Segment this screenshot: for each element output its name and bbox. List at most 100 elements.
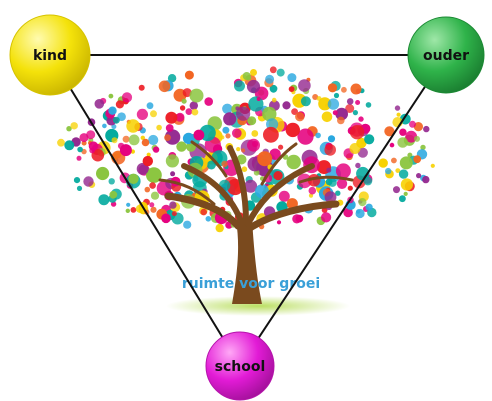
- leaf-dot: [286, 154, 301, 170]
- leaf-dot: [333, 92, 340, 99]
- leaf-dot: [182, 88, 192, 98]
- leaf-dot: [263, 126, 279, 143]
- leaf-dot: [251, 130, 259, 137]
- leaf-dot: [423, 125, 430, 133]
- leaf-dot: [150, 110, 157, 118]
- leaf-dot: [184, 70, 194, 80]
- leaf-dot: [138, 84, 145, 91]
- leaf-dot: [269, 148, 281, 160]
- leaf-dot: [150, 191, 160, 200]
- leaf-dot: [278, 144, 284, 150]
- leaf-dot: [88, 141, 99, 151]
- leaf-dot: [378, 158, 388, 168]
- leaf-dot: [400, 178, 413, 191]
- leaf-dot: [108, 178, 115, 185]
- leaf-dot: [70, 122, 78, 130]
- leaf-dot: [179, 105, 186, 111]
- leaf-dot: [108, 106, 117, 115]
- leaf-dot: [256, 97, 261, 101]
- leaf-dot: [398, 169, 409, 179]
- leaf-dot: [335, 163, 351, 179]
- leaf-dot: [146, 152, 151, 157]
- leaf-dot: [365, 102, 372, 108]
- leaf-dot: [345, 104, 355, 113]
- leaf-dot: [165, 124, 174, 132]
- leaf-dot: [167, 74, 177, 83]
- leaf-dot: [269, 66, 277, 74]
- node-ouder-label: ouder: [423, 48, 469, 64]
- leaf-dot: [77, 146, 83, 153]
- leaf-dot: [282, 101, 291, 110]
- leaf-dot: [295, 112, 305, 122]
- leaf-dot: [91, 148, 105, 162]
- leaf-dot: [185, 108, 193, 115]
- leaf-dot: [156, 124, 162, 131]
- leaf-dot: [170, 171, 176, 177]
- leaf-dot: [130, 207, 137, 213]
- leaf-dot: [189, 101, 198, 110]
- leaf-dot: [308, 186, 317, 195]
- leaf-dot: [352, 110, 358, 116]
- leaf-dot: [189, 88, 204, 103]
- leaf-dot: [358, 198, 367, 207]
- leaf-dot: [358, 116, 364, 122]
- leaf-dot: [96, 166, 110, 181]
- leaf-dot: [414, 135, 420, 142]
- leaf-dot: [141, 138, 150, 147]
- leaf-dot: [384, 126, 395, 137]
- leaf-dot: [308, 193, 314, 198]
- leaf-dot: [271, 97, 277, 103]
- leaf-dot: [364, 134, 375, 145]
- leaf-dot: [321, 212, 332, 223]
- tree-trunk: [158, 140, 354, 304]
- leaf-dot: [356, 209, 361, 214]
- leaf-dot: [287, 73, 297, 83]
- leaf-dot: [325, 178, 333, 186]
- leaf-dot: [128, 134, 140, 146]
- leaf-dot: [273, 171, 283, 181]
- leaf-dot: [191, 108, 199, 116]
- leaf-dot: [321, 207, 328, 214]
- node-kind-label: kind: [33, 48, 67, 64]
- leaf-dot: [236, 106, 251, 121]
- leaf-dot: [111, 124, 117, 130]
- leaf-dot: [161, 213, 171, 224]
- leaf-dot: [396, 112, 401, 117]
- leaf-dot: [420, 144, 426, 151]
- leaf-dot: [64, 140, 75, 151]
- leaf-dot: [315, 132, 321, 139]
- leaf-dot: [337, 116, 345, 125]
- leaf-dot: [125, 208, 130, 213]
- leaf-dot: [158, 80, 171, 93]
- leaf-dot: [102, 123, 107, 129]
- leaf-dot: [332, 110, 338, 116]
- leaf-dot: [66, 126, 72, 132]
- edge-ouder-school: [239, 54, 447, 367]
- tree-leaf-dots: [57, 66, 435, 233]
- leaf-dot: [164, 134, 171, 142]
- leaf-dot: [122, 135, 130, 143]
- tree-illustration: ruimte voor groei: [57, 66, 435, 316]
- leaf-dot: [176, 141, 187, 152]
- leaf-dot: [136, 162, 149, 175]
- leaf-dot: [276, 68, 285, 77]
- leaf-dot: [149, 202, 155, 208]
- leaf-dot: [146, 167, 162, 184]
- leaf-dot: [269, 84, 278, 93]
- leaf-dot: [126, 202, 131, 207]
- leaf-dot: [326, 167, 332, 173]
- leaf-dot: [416, 173, 422, 179]
- node-school: school: [205, 331, 275, 401]
- leaf-dot: [335, 190, 341, 196]
- leaf-dot: [79, 133, 89, 143]
- leaf-dot: [327, 83, 338, 93]
- leaf-dot: [119, 144, 132, 157]
- node-kind: kind: [9, 14, 91, 96]
- leaf-dot: [136, 108, 148, 120]
- leaf-dot: [169, 201, 177, 209]
- leaf-dot: [291, 108, 298, 115]
- leaf-dot: [165, 111, 178, 124]
- leaf-dot: [399, 195, 406, 203]
- leaf-dot: [430, 163, 435, 168]
